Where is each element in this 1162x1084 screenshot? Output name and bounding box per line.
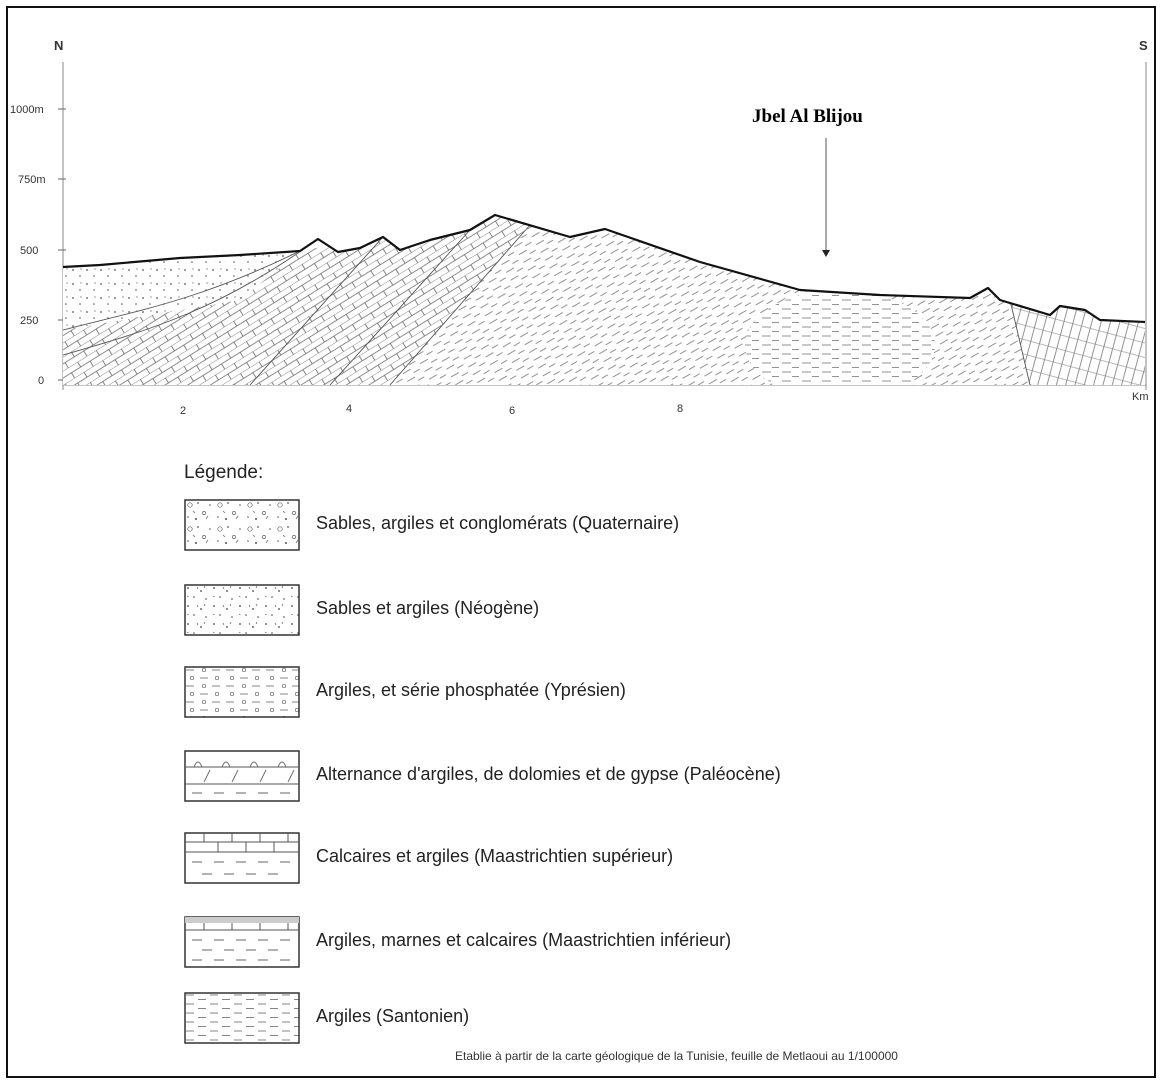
layer-neogene-sands xyxy=(63,251,300,330)
y-tick-label-0: 0 xyxy=(38,375,44,387)
x-tick-label-4: 4 xyxy=(346,403,352,415)
legend-label-quaternaire: Sables, argiles et conglomérats (Quatern… xyxy=(316,513,680,533)
x-tick-label-2: 2 xyxy=(180,405,186,417)
layer-lower-limestones xyxy=(63,251,300,385)
topographic-profile xyxy=(62,213,1146,324)
legend-label-paleocene: Alternance d'argiles, de dolomies et de … xyxy=(316,764,781,784)
marl-limestone-swatch xyxy=(184,916,300,968)
y-tick-label-250: 250 xyxy=(20,315,38,327)
x-axis-unit: Km xyxy=(1132,391,1149,403)
legend-title: Légende: xyxy=(184,462,264,483)
conglomerate-swatch xyxy=(184,499,300,551)
dolomite-gypsum-swatch xyxy=(184,750,300,802)
peak-arrow-head xyxy=(822,250,830,257)
sand-dots-swatch xyxy=(184,584,300,636)
source-note: Etablie à partir de la carte géologique … xyxy=(455,1049,898,1063)
y-tick-label-1000: 1000m xyxy=(10,104,44,116)
legend-label-santonien: Argiles (Santonien) xyxy=(316,1006,470,1026)
layer-limestone-band xyxy=(250,215,530,385)
clay-phosphate-swatch xyxy=(184,666,300,718)
x-tick-label-6: 6 xyxy=(509,405,515,417)
peak-label: Jbel Al Blijou xyxy=(752,106,863,127)
legend-label-maastrichtien-sup: Calcaires et argiles (Maastrichtien supé… xyxy=(316,846,674,866)
legend-label-ypresien: Argiles, et série phosphatée (Yprésien) xyxy=(316,680,626,700)
south-label: S xyxy=(1139,38,1148,53)
x-tick-label-8: 8 xyxy=(677,403,683,415)
x-axis-ticks: 2 4 6 8 Km xyxy=(180,391,1149,417)
figure-frame xyxy=(6,6,1156,1078)
y-tick-label-500: 500 xyxy=(20,245,38,257)
layer-fold-core xyxy=(745,290,935,385)
limestone-clay-swatch xyxy=(184,832,300,884)
legend-label-neogene: Sables et argiles (Néogène) xyxy=(316,598,540,618)
y-tick-label-750: 750m xyxy=(18,174,46,186)
y-axis-ticks: 1000m 750m 500 250 0 xyxy=(10,104,66,387)
north-label: N xyxy=(54,38,63,53)
layer-south-steep-beds xyxy=(1010,300,1145,385)
legend-label-maastrichtien-inf: Argiles, marnes et calcaires (Maastricht… xyxy=(316,930,732,950)
clay-dashes-swatch xyxy=(184,992,300,1044)
cross-section: 1000m 750m 500 250 0 2 4 6 8 Km N S xyxy=(10,38,1149,417)
